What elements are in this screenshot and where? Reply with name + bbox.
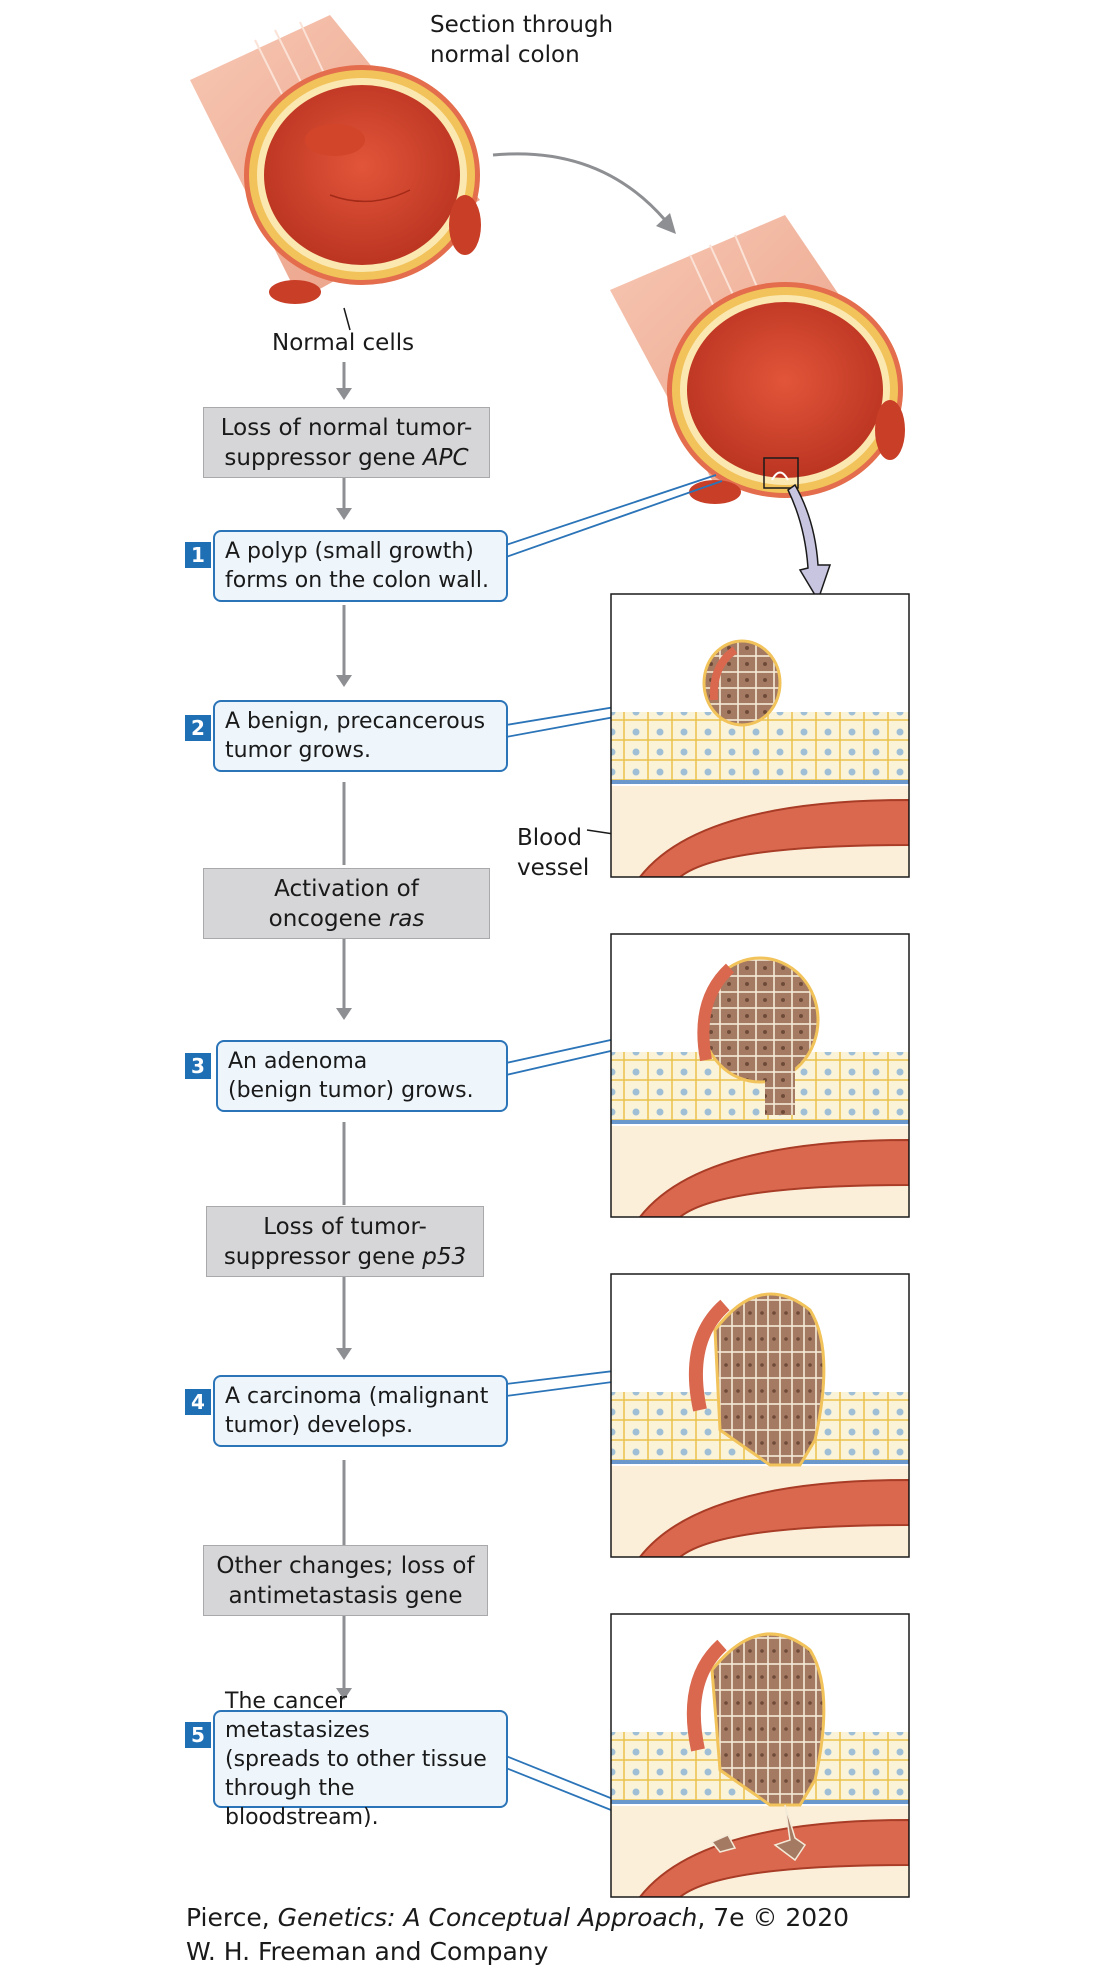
tissue-panel-4 <box>611 1614 909 1897</box>
panel-frame-3 <box>610 1273 910 1558</box>
magnify-arrow <box>787 483 832 602</box>
tissue-panel-2 <box>611 934 909 1217</box>
section-label: Section through normal colon <box>430 12 614 68</box>
source-credit: Pierce, Genetics: A Conceptual Approach,… <box>186 1903 850 1966</box>
colon-with-polyp <box>610 215 905 504</box>
step-number-4: 4 <box>185 1389 211 1415</box>
transition-arrowhead <box>656 213 676 234</box>
normal-cells-label: Normal cells <box>272 330 415 356</box>
step-number-2: 2 <box>185 715 211 741</box>
panel-frame-4 <box>610 1613 910 1898</box>
blood-vessel-label: Blood vessel <box>517 825 590 881</box>
event-apc-loss: Loss of normal tumor-suppressor gene APC <box>203 407 490 478</box>
panel-frame-1 <box>610 593 910 878</box>
step-3-adenoma: An adenoma(benign tumor) grows. <box>216 1040 508 1112</box>
step-number-3: 3 <box>185 1053 211 1079</box>
step-number-5: 5 <box>185 1722 211 1748</box>
normal-colon-section <box>190 15 481 304</box>
flow-arrows <box>336 362 352 1700</box>
tissue-panel-3 <box>611 1274 909 1557</box>
panel-frame-2 <box>610 933 910 1218</box>
step-5-metastasis: The cancer metastasizes(spreads to other… <box>213 1689 508 1830</box>
step-1-polyp: A polyp (small growth)forms on the colon… <box>213 530 508 602</box>
event-p53-loss: Loss of tumor-suppressor gene p53 <box>206 1206 484 1277</box>
tissue-panel-1 <box>611 594 909 877</box>
transition-arrow <box>492 152 667 221</box>
step-number-1: 1 <box>185 542 211 568</box>
label-leader-normal <box>343 307 351 331</box>
